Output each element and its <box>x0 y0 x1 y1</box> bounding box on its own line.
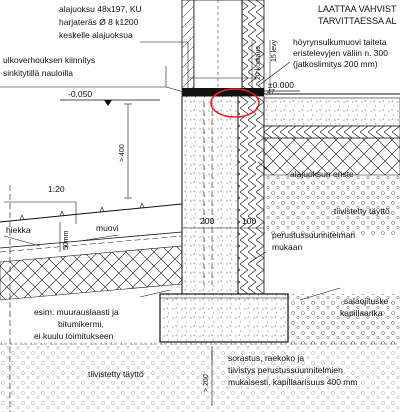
label-gravel-1: sorastus, raekoko ja <box>228 353 304 363</box>
label-drain-1: salaojituske <box>344 296 389 306</box>
leader-lines <box>0 41 341 361</box>
label-sand: hiekka <box>6 225 31 235</box>
footing <box>159 293 289 343</box>
label-dim-200: 200 <box>200 216 214 226</box>
label-dim-15: 15 levy <box>271 39 278 62</box>
label-cladding-1: ulkoverhouksen kiinnitys <box>3 55 95 65</box>
label-cladding-2: sinkitytillä nauloilla <box>3 68 73 78</box>
label-foundation-2: mukaan <box>272 242 303 252</box>
label-plastic: muovi <box>96 223 119 233</box>
label-dim-gt200: > 200 <box>203 374 210 392</box>
floor-slab <box>263 93 400 235</box>
text-labels: alajuoksu 48x197, KU harjateräs Ø 8 k120… <box>3 4 397 392</box>
label-dim-50mm: 50mm <box>63 230 70 250</box>
label-compacted-fill-1: tiivistetty täyttö <box>334 206 390 216</box>
label-vapour-1: höyrynsulkumuovi taiteta <box>293 37 387 47</box>
foundation-wall <box>181 95 265 295</box>
label-slope: 1:20 <box>48 184 65 194</box>
level-markers <box>60 77 300 106</box>
label-mortar-2: bitumikermi, <box>58 319 104 329</box>
label-compacted-fill-2: tiivistetty täyttö <box>88 369 144 379</box>
label-gravel-2: tiivistys perustussuunnitelmien <box>228 365 343 375</box>
label-mortar-3: ei kuulu toimitukseen <box>34 331 114 341</box>
label-dim-gt400: > 400 <box>119 144 126 162</box>
label-top-right-1: LAATTAA VAHVIST <box>318 4 397 14</box>
timber-wall <box>181 0 265 96</box>
label-bottom-plate-1: alajuoksu 48x197, KU <box>59 4 142 14</box>
label-dim-max47: max. 47 <box>250 89 275 96</box>
label-level-left: -0.050 <box>68 89 92 99</box>
label-top-right-2: TARVITTAESSA AL <box>318 16 397 26</box>
label-gravel-3: mukaisesti, kapillaarisuus 400 mm <box>228 377 357 387</box>
label-level-right: ±0.000 <box>268 80 294 90</box>
label-foundation-1: perustussuunnitelman <box>272 230 355 240</box>
label-vapour-3: (jatkoslimitys 200 mm) <box>293 59 378 69</box>
label-dim-20-kodi: 20 kodiaus <box>255 46 262 80</box>
label-vapour-2: eristelevyjen väliin n. 300 <box>293 48 388 58</box>
label-drain-2: kapillaarika <box>340 308 383 318</box>
label-mortar-1: esim. muurauslaasti ja <box>34 307 119 317</box>
highlight-ellipse <box>210 88 260 118</box>
label-bottom-insulation: alajuoksun eriste <box>290 169 354 179</box>
label-bottom-plate-3: keskelle alajuoksua <box>59 30 133 40</box>
dimension-lines <box>59 40 271 406</box>
label-dim-100: 100 <box>242 216 256 226</box>
ground-left <box>0 185 400 412</box>
label-bottom-plate-2: harjateräs Ø 8 k1200 <box>59 17 139 27</box>
